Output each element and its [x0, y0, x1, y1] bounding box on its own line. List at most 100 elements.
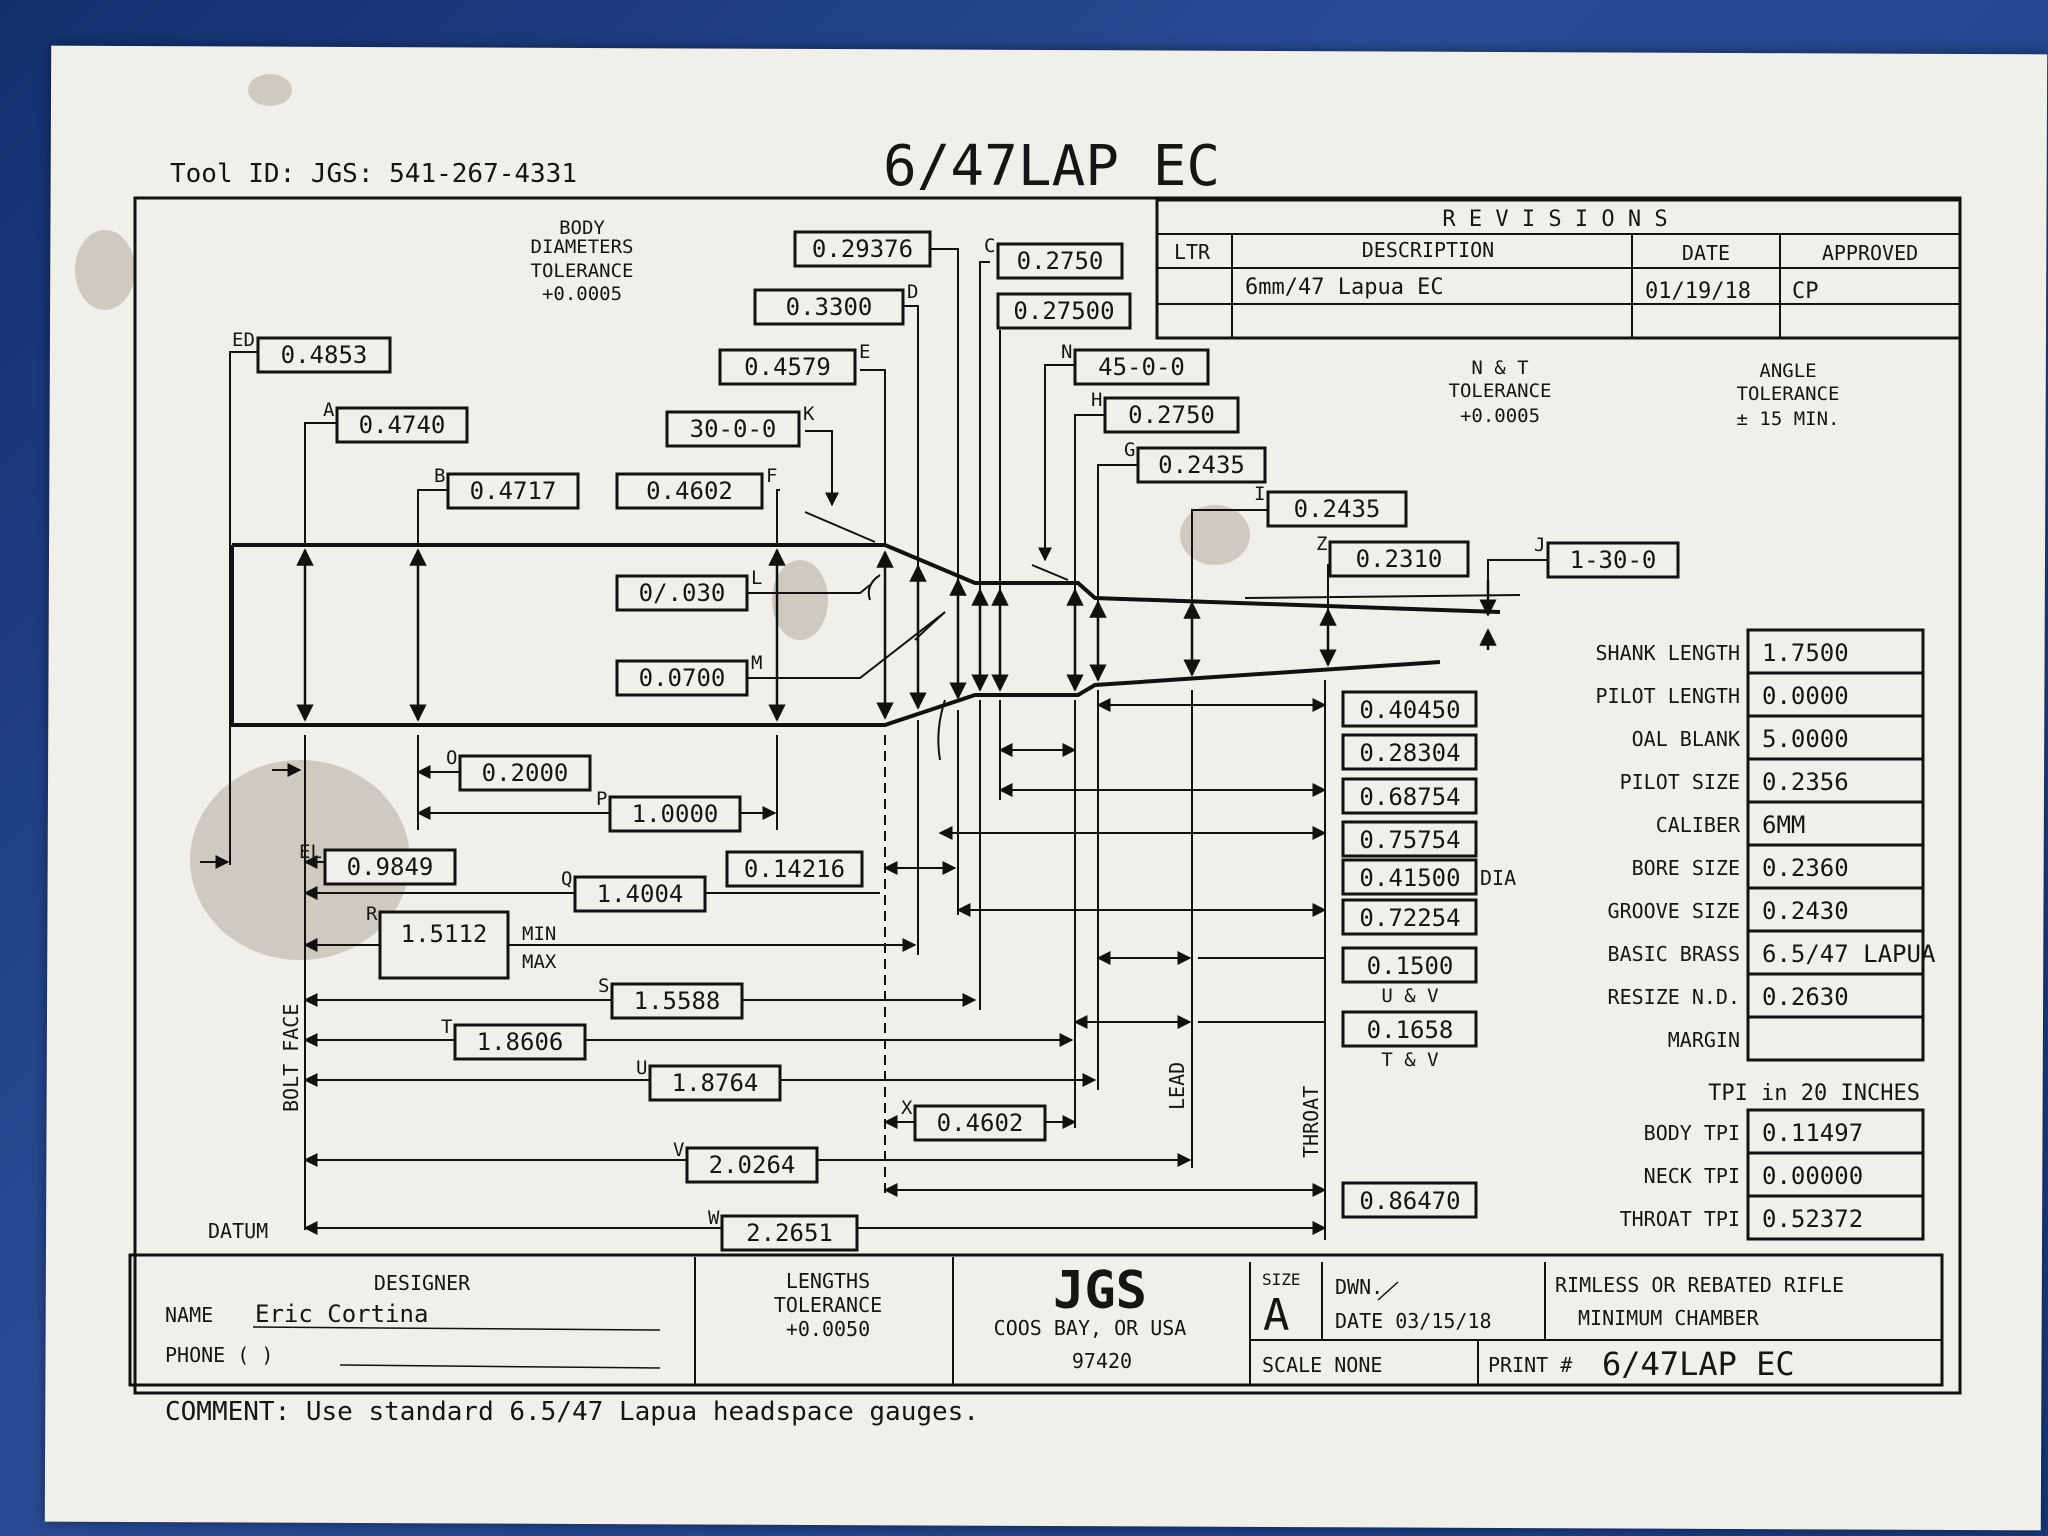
dim-box — [1103, 396, 1240, 434]
dim-letter: V — [673, 1139, 684, 1161]
tpi-row: NECK TPI 0.00000 — [1644, 1151, 1925, 1198]
svg-text:DESCRIPTION: DESCRIPTION — [1362, 238, 1494, 262]
dim-box — [453, 1023, 587, 1061]
spec-row: PILOT SIZE 0.2356 — [1620, 757, 1925, 804]
svg-text:+0.0005: +0.0005 — [1460, 405, 1540, 427]
dim-box — [665, 410, 801, 448]
svg-text:± 15 MIN.: ± 15 MIN. — [1737, 408, 1840, 430]
svg-text:TOLERANCE: TOLERANCE — [531, 260, 634, 282]
dim-value: 0.2000 — [482, 759, 569, 787]
dim-letter: Z — [1316, 533, 1327, 555]
spec-label: SHANK LENGTH — [1596, 641, 1741, 665]
dim-value: 0.4740 — [359, 411, 446, 439]
right-value-box — [1341, 820, 1478, 858]
right-value-box — [1341, 858, 1478, 896]
dim-letter: M — [751, 652, 762, 674]
right-value-text: 0.68754 — [1359, 783, 1460, 811]
svg-text:MINIMUM CHAMBER: MINIMUM CHAMBER — [1578, 1306, 1760, 1330]
dim-value: 0.4853 — [281, 341, 368, 369]
right-value-boxes: 0.404500.283040.687540.757540.415000.722… — [1341, 690, 1478, 1219]
dim-box — [913, 1104, 1047, 1142]
dim-letter: O — [446, 747, 457, 769]
lead-label: LEAD — [1165, 1062, 1189, 1110]
dim-box — [1266, 490, 1408, 528]
right-value: 0.40450 — [1341, 690, 1478, 728]
dim-box — [378, 910, 510, 980]
dim-value: 0.2310 — [1356, 545, 1443, 573]
spec-label: PILOT SIZE — [1620, 770, 1740, 794]
dim-q2: 0.14216 — [725, 850, 864, 888]
tv-label: T & V — [1381, 1049, 1438, 1071]
svg-text:LTR: LTR — [1174, 240, 1211, 264]
size-letter: A — [1263, 1290, 1290, 1341]
dim-min: MIN — [522, 923, 556, 945]
angle-tolerance-note: ANGLE TOLERANCE ± 15 MIN. — [1737, 360, 1840, 430]
dim-box — [1073, 348, 1210, 386]
spec-cell — [1746, 1015, 1925, 1062]
spec-value: 6.5/47 LAPUA — [1762, 940, 1936, 968]
spec-label: RESIZE N.D. — [1608, 985, 1740, 1009]
right-value-box — [1341, 1181, 1478, 1219]
dim-value: 0.2750 — [1128, 401, 1215, 429]
dim-box — [446, 472, 580, 510]
body-tolerance-note: BODY DIAMETERS TOLERANCE +0.0005 — [531, 217, 634, 305]
dim-box — [610, 982, 744, 1020]
right-value-box — [1341, 1010, 1478, 1048]
revisions-table: R E V I S I O N S LTR DESCRIPTION DATE A… — [1155, 198, 1962, 340]
title-block — [128, 1253, 1944, 1387]
dim-box — [685, 1146, 819, 1184]
right-value-text: 0.41500 — [1359, 864, 1460, 892]
right-value-text: 0.86470 — [1359, 1187, 1460, 1215]
revision-date: 01/19/18 — [1645, 279, 1751, 304]
dim-box — [720, 1214, 859, 1252]
drawing-title: 6/47LAP EC — [883, 134, 1220, 199]
spec-label: BORE SIZE — [1632, 856, 1740, 880]
dim-letter: R — [366, 903, 378, 925]
dim-value: 1.5112 — [401, 920, 488, 948]
dim-letter: S — [598, 975, 609, 997]
svg-text:+0.0050: +0.0050 — [786, 1317, 870, 1341]
uv-label: U & V — [1381, 985, 1438, 1007]
dim-box — [648, 1064, 782, 1102]
dim-n: 45-0-0N — [1061, 341, 1210, 386]
dim-letter: G — [1124, 439, 1135, 461]
right-value-text: 0.1658 — [1367, 1016, 1454, 1044]
dim-value: 30-0-0 — [690, 415, 777, 443]
dim-box — [718, 348, 857, 386]
dim-letter: D — [907, 281, 918, 303]
dim-box — [458, 754, 592, 792]
dim-letter: C — [984, 235, 995, 257]
svg-text:DATE: DATE — [1682, 241, 1730, 265]
dim-letter: U — [636, 1057, 647, 1079]
right-value: 0.72254 — [1341, 898, 1478, 936]
spec-row: MARGIN — [1668, 1015, 1925, 1062]
right-value-box — [1341, 777, 1478, 815]
dim-c2: 0.27500 — [996, 292, 1132, 330]
dim-box — [615, 659, 749, 697]
dim-letter: L — [751, 567, 762, 589]
spec-value: 0.2356 — [1762, 768, 1849, 796]
tpi-value: 0.00000 — [1762, 1162, 1863, 1190]
tpi-label: NECK TPI — [1644, 1164, 1740, 1188]
designer-name: Eric Cortina — [255, 1300, 428, 1328]
dim-letter: J — [1534, 534, 1545, 556]
right-value: 0.1500 — [1341, 946, 1478, 984]
dim-value: 0.4579 — [744, 353, 831, 381]
dim-box — [323, 848, 457, 886]
dim-box — [996, 292, 1132, 330]
svg-text:SCALE NONE: SCALE NONE — [1262, 1353, 1382, 1377]
